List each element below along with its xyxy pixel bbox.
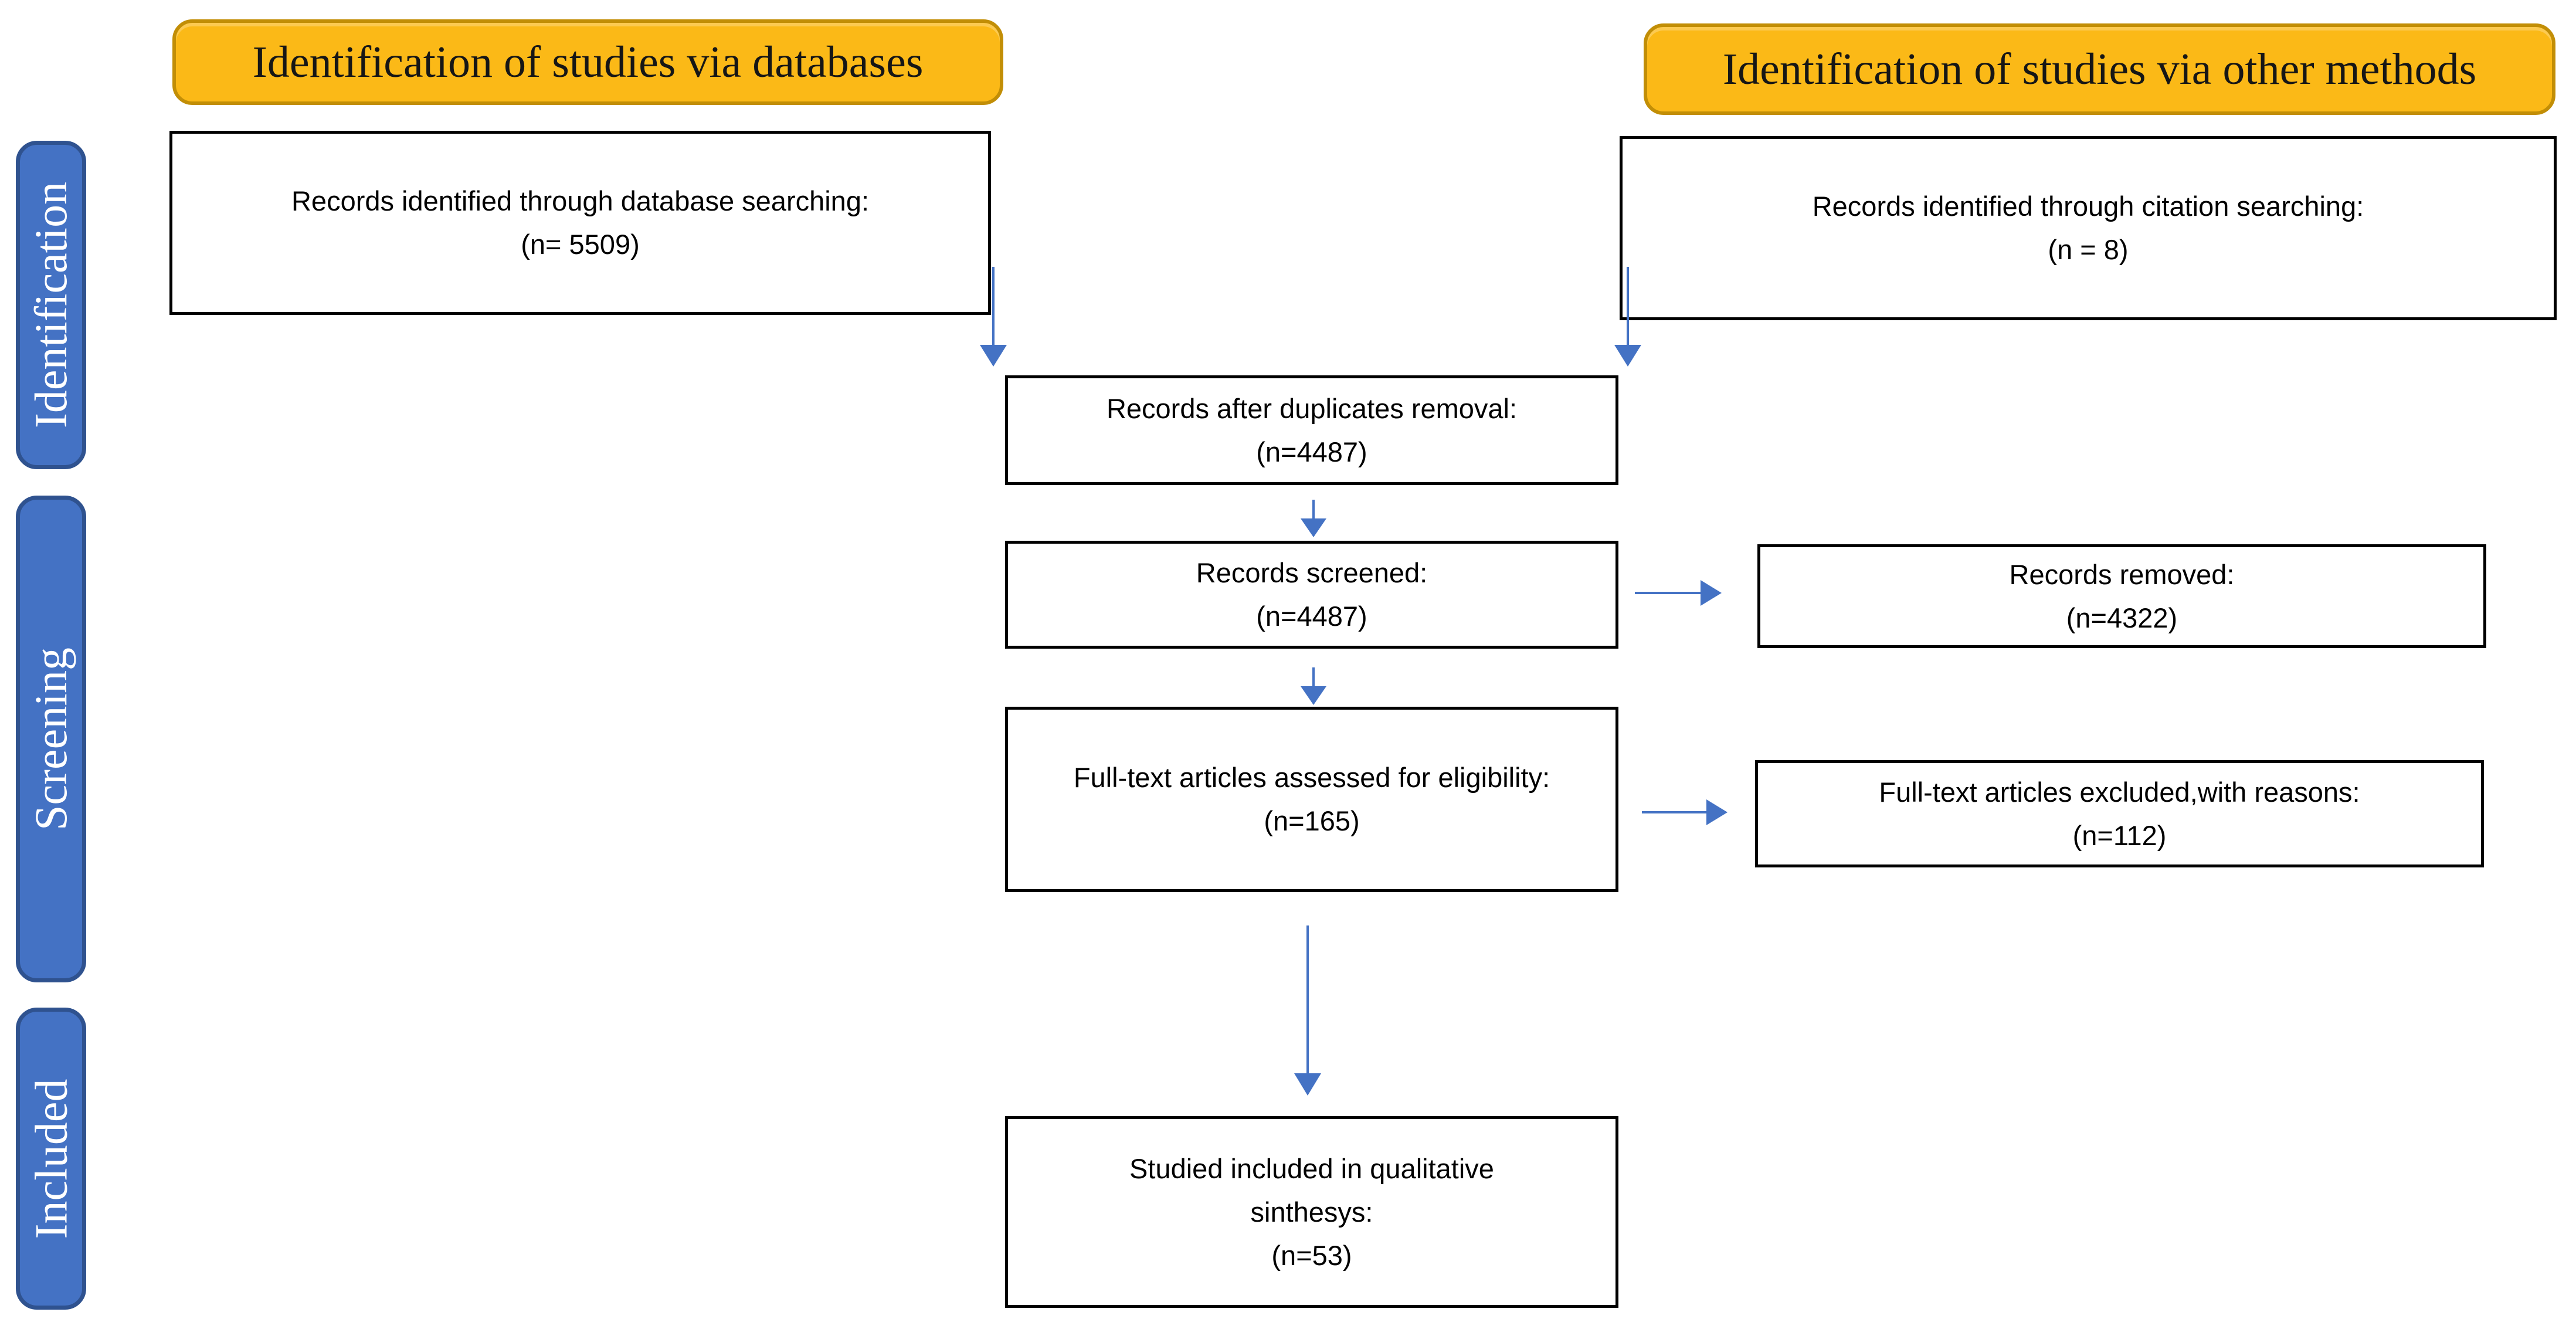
stage-bar-screening: Screening [16, 496, 86, 982]
box-records-removed-count: (n=4322) [2066, 602, 2178, 633]
box-records-database-count: (n= 5509) [521, 229, 640, 260]
stage-bar-identification: Identification [16, 141, 86, 469]
box-fulltext-excluded-count: (n=112) [2072, 819, 2167, 851]
box-records-removed: Records removed: (n=4322) [1757, 544, 2486, 648]
arrow-fulltext-to-excluded [1642, 799, 1727, 825]
stage-label-screening: Screening [25, 647, 77, 830]
box-duplicates-removal-text: Records after duplicates removal: [1106, 392, 1518, 424]
box-fulltext-assessed-text: Full-text articles assessed for eligibil… [1073, 762, 1550, 793]
box-fulltext-excluded-text: Full-text articles excluded,with reasons… [1879, 776, 2360, 808]
box-records-screened-text: Records screened: [1196, 557, 1428, 588]
box-records-database-text: Records identified through database sear… [291, 185, 870, 216]
header-databases: Identification of studies via databases [172, 19, 1003, 105]
stage-label-identification: Identification [25, 181, 77, 429]
header-databases-label: Identification of studies via databases [252, 37, 924, 87]
arrow-fulltext-to-included [1294, 925, 1321, 1096]
box-records-screened-count: (n=4487) [1256, 601, 1367, 632]
box-records-citation: Records identified through citation sear… [1620, 136, 2557, 320]
box-records-removed-text: Records removed: [2009, 558, 2235, 590]
box-duplicates-removal: Records after duplicates removal: (n=448… [1005, 375, 1618, 485]
box-studies-included-text: Studied included in qualitative sinthesy… [1129, 1152, 1494, 1228]
box-fulltext-assessed-count: (n=165) [1264, 805, 1360, 836]
box-fulltext-excluded: Full-text articles excluded,with reasons… [1755, 760, 2484, 867]
box-fulltext-assessed: Full-text articles assessed for eligibil… [1005, 707, 1618, 892]
box-duplicates-removal-count: (n=4487) [1256, 436, 1367, 467]
arrow-screened-to-removed [1635, 580, 1722, 606]
box-studies-included-count: (n=53) [1271, 1239, 1352, 1271]
box-records-citation-text: Records identified through citation sear… [1812, 191, 2364, 222]
stage-label-included: Included [25, 1079, 77, 1239]
box-records-database: Records identified through database sear… [169, 131, 991, 315]
arrow-screened-to-fulltext [1301, 667, 1326, 705]
box-records-citation-count: (n = 8) [2048, 234, 2129, 265]
arrow-duplicates-to-screened [1301, 500, 1326, 537]
box-records-screened: Records screened: (n=4487) [1005, 541, 1618, 649]
header-other-methods-label: Identification of studies via other meth… [1722, 44, 2477, 94]
box-studies-included: Studied included in qualitative sinthesy… [1005, 1116, 1618, 1308]
stage-bar-included: Included [16, 1008, 86, 1310]
header-other-methods: Identification of studies via other meth… [1644, 23, 2555, 115]
